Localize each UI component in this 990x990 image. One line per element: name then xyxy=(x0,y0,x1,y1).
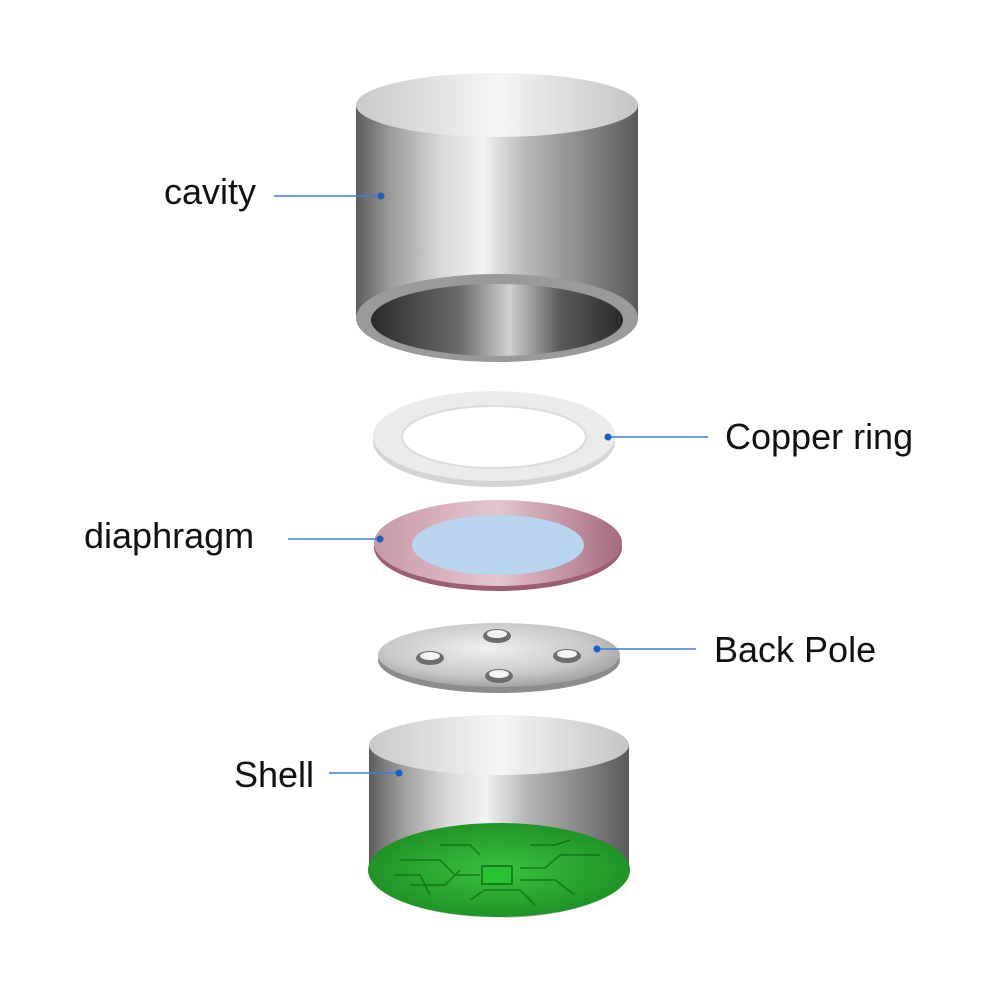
shell-top-rim xyxy=(369,715,629,775)
cavity-part xyxy=(356,73,638,362)
label-copper-ring: Copper ring xyxy=(725,416,914,457)
shell-part xyxy=(368,715,630,918)
pcb-traces xyxy=(395,839,600,906)
label-back-pole: Back Pole xyxy=(714,629,877,670)
back-pole-part xyxy=(378,623,620,693)
pcb-chip xyxy=(481,865,513,885)
copper-ring-part xyxy=(373,391,615,487)
back-pole-holes xyxy=(416,629,581,683)
label-diaphragm: diaphragm xyxy=(84,515,255,556)
label-shell: Shell xyxy=(234,754,315,795)
back-pole-face xyxy=(378,623,620,687)
cavity-inner-wall xyxy=(371,284,623,356)
leader-lines xyxy=(274,192,708,777)
diaphragm-part xyxy=(374,500,622,591)
label-cavity: cavity xyxy=(164,171,257,212)
diaphragm-membrane xyxy=(412,515,584,575)
cavity-top-rim xyxy=(356,73,638,137)
